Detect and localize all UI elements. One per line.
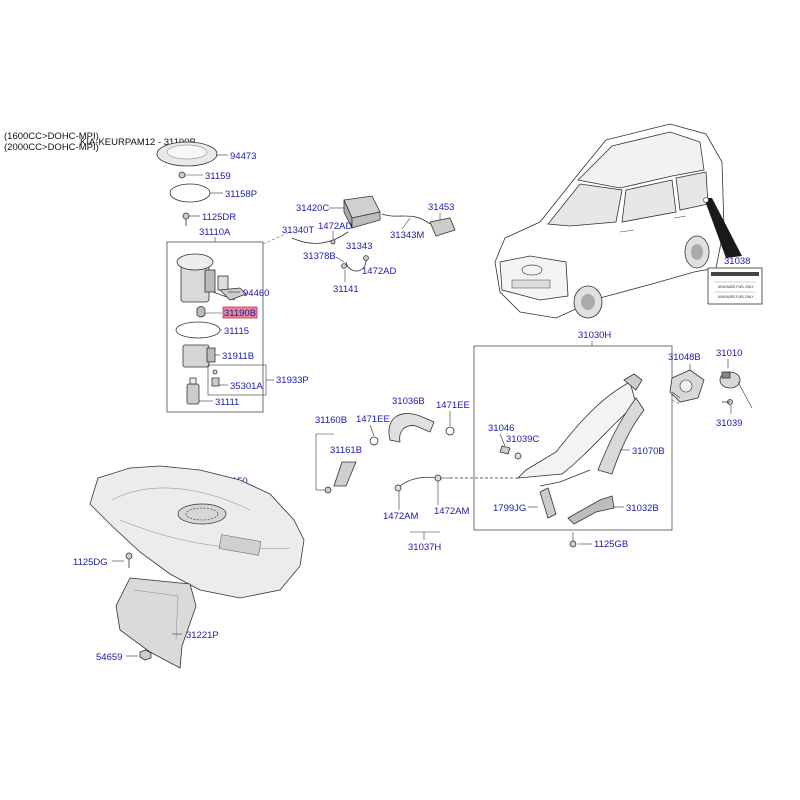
part-31221P-heat-shield[interactable] [115,577,197,669]
label-1125DG[interactable]: 1125DG [73,557,108,568]
part-31070B-protector[interactable] [597,397,645,475]
label-31115[interactable]: 31115 [224,326,249,337]
part-31111-pump[interactable] [186,377,200,405]
label-31141[interactable]: 31141 [333,284,359,295]
engine-line-2: (2000CC>DOHC-MPI) [4,142,99,153]
filler-group: 31030H 31048B 31010 31039 31070B 31046 [473,330,753,550]
label-94460[interactable]: 94460 [243,288,269,299]
part-1125DR-bolt[interactable] [182,212,190,220]
label-31340T[interactable]: 31340T [282,225,314,236]
label-pointer [704,198,742,258]
label-54659[interactable]: 54659 [96,652,122,663]
part-31150-fuel-tank[interactable] [89,465,305,599]
label-31032B[interactable]: 31032B [626,503,659,514]
label-31048B[interactable]: 31048B [668,352,701,363]
part-1125DG-bolt[interactable] [125,552,133,560]
label-31420C[interactable]: 31420C [296,203,329,214]
label-31010[interactable]: 31010 [716,348,742,359]
label-31378B[interactable]: 31378B [303,251,336,262]
part-1471EE-clamp-left[interactable] [369,436,379,446]
label-31036B[interactable]: 31036B [392,396,425,407]
part-31110A-pump-module[interactable] [176,253,236,303]
label-31030H[interactable]: 31030H [578,330,611,341]
highlight-31190B[interactable] [222,306,258,319]
label-31111[interactable]: 31111 [215,397,239,408]
label-31343M[interactable]: 31343M [390,230,424,241]
header: (1600CC>DOHC-MPI) (2000CC>DOHC-MPI) KIA-… [4,131,196,153]
fuel-pump-group: 94473 31159 31158P 1125DR 31110A [156,141,309,413]
part-31420C-canister[interactable] [343,195,381,229]
label-31070B[interactable]: 31070B [632,446,665,457]
label-31038[interactable]: 31038 [724,256,750,267]
part-31032B-bracket[interactable] [567,495,615,525]
label-31158P[interactable]: 31158P [225,189,257,200]
label-31046[interactable]: 31046 [488,423,514,434]
label-31037H[interactable]: 31037H [408,542,441,553]
label-31110A[interactable]: 31110A [199,227,231,238]
part-31010-fuel-door[interactable] [719,371,741,389]
fuel-label-line-1: UNLEADED FUEL ONLY [718,285,754,289]
fuel-label-line-2: UNLEADED FUEL ONLY [718,295,754,299]
label-31911B[interactable]: 31911B [222,351,254,362]
part-1471EE-clamp-right[interactable] [445,426,455,436]
label-31039C[interactable]: 31039C [506,434,539,445]
label-1472AM-right[interactable]: 1472AM [434,506,469,517]
assembly-31110A-frame [166,241,264,413]
label-31221P[interactable]: 31221P [186,630,219,641]
label-31453[interactable]: 31453 [428,202,454,213]
vapor-group: 31420C 31453 31343M 31340T 1472AD 31343 … [262,195,456,295]
engine-line-1: (1600CC>DOHC-MPI) [4,131,99,142]
part-1125GB-bolt[interactable] [569,540,577,548]
part-31340T-hose[interactable] [291,231,349,244]
part-31037H-hose[interactable] [399,476,439,487]
label-1125DR[interactable]: 1125DR [202,212,236,223]
label-94473[interactable]: 94473 [230,151,256,162]
part-1799JG-bracket[interactable] [539,487,557,519]
fuel-label-group: 31038 UNLEADED FUEL ONLY UNLEADED FUEL O… [707,256,763,305]
diagram-reference: KIA-KEURPAM12 - 31190B [80,137,196,148]
label-31159[interactable]: 31159 [205,171,231,182]
part-31048B-housing[interactable] [669,369,705,403]
label-1472AM-left[interactable]: 1472AM [383,511,418,522]
part-31039C-clamp[interactable] [514,452,522,460]
part-31161B-tube[interactable] [333,461,357,487]
vehicle-illustration [494,123,742,319]
part-31190B-filter[interactable] [196,306,206,318]
label-31039[interactable]: 31039 [716,418,742,429]
part-31159-bolt[interactable] [178,171,186,179]
part-35301A-regulator[interactable] [211,377,220,387]
label-31190B[interactable]: 31190B [224,308,256,319]
label-1125GB[interactable]: 1125GB [594,539,628,550]
label-31933P[interactable]: 31933P [276,375,309,386]
label-1472AD-upper[interactable]: 1472AD [318,221,352,232]
hose-group: 31036B 1471EE 1471EE 31160B 31161B 1472A… [315,396,520,553]
part-31453-filter[interactable] [429,217,456,237]
label-1471EE-left[interactable]: 1471EE [356,414,390,425]
part-31160B-clip[interactable] [324,486,332,494]
label-1472AD-lower[interactable]: 1472AD [362,266,396,277]
label-1471EE-right[interactable]: 1471EE [436,400,470,411]
label-31161B[interactable]: 31161B [330,445,362,456]
part-31046-clip[interactable] [499,445,511,455]
part-54659-nut[interactable] [139,649,152,661]
assembly-31030H-frame [473,345,673,531]
label-31160B[interactable]: 31160B [315,415,347,426]
label-35301A[interactable]: 35301A [230,381,263,392]
label-1799JG[interactable]: 1799JG [493,503,526,514]
tank-group: 31150 1125DG 31221P 54659 [73,465,305,669]
part-31036B-hose[interactable] [388,413,435,443]
part-94460-sender[interactable] [217,275,247,301]
label-31343[interactable]: 31343 [346,241,372,252]
